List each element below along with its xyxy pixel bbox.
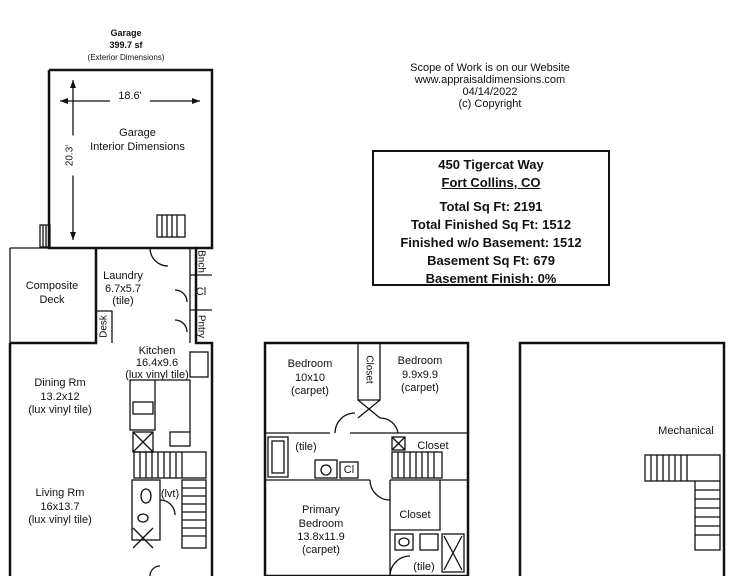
garage-note: (Exterior Dimensions) [87, 53, 165, 62]
laundry-label-2: 6.7x5.7 [104, 283, 142, 295]
header-line-2: www.appraisaldimensions.com [414, 74, 566, 86]
desk-label: Desk [98, 315, 110, 338]
garage-title: Garage [110, 28, 142, 38]
laundry-label-3: (tile) [112, 295, 134, 307]
laundry-label-1: Laundry [103, 270, 143, 282]
bath-tile-label: (tile) [295, 441, 317, 453]
closet-upper-label: Closet [417, 440, 449, 452]
summary-address: 450 Tigercat Way [438, 157, 544, 172]
dining-label-3: (lux vinyl tile) [28, 404, 92, 416]
summary-city: Fort Collins, CO [441, 175, 541, 190]
mechanical-label: Mechanical [658, 425, 714, 437]
closet-upper-small-label: Cl [343, 464, 355, 476]
bedroom-1-label-1: Bedroom [287, 358, 333, 370]
primary-label-4: (carpet) [302, 544, 340, 556]
garage-area: 399.7 sf [109, 40, 143, 50]
garage-depth-dim: 20.3' [64, 135, 76, 176]
garage-label-1: Garage [119, 127, 156, 139]
summary-row: Total Sq Ft: 2191 [439, 199, 543, 214]
upper-level-walls [263, 341, 470, 576]
primary-label-3: 13.8x11.9 [297, 531, 345, 543]
closet-vertical-label: Closet [363, 355, 375, 384]
dining-label-1: Dining Rm [34, 377, 86, 389]
primary-label-2: Bedroom [298, 518, 344, 530]
primary-closet-label: Closet [399, 509, 431, 521]
header-block: Scope of Work is on our Website www.appr… [380, 62, 600, 110]
pantry-label: Pntry [195, 314, 207, 339]
header-line-3: 04/14/2022 [462, 86, 518, 98]
living-label-1: Living Rm [35, 487, 85, 499]
primary-label-1: Primary [302, 504, 340, 516]
living-label-2: 16x13.7 [40, 501, 80, 513]
garage-width-dim: 18.6' [110, 90, 150, 103]
kitchen-label-2: 16.4x9.6 [135, 357, 179, 369]
summary-row: Total Finished Sq Ft: 1512 [410, 217, 572, 232]
primary-bath-tile-label: (tile) [413, 561, 435, 573]
bench-label: Bnch [195, 250, 207, 273]
header-line-4: (c) Copyright [458, 98, 522, 110]
bedroom-1-label-2: 10x10 [295, 372, 325, 384]
garage-label-2: Interior Dimensions [90, 141, 185, 153]
header-line-1: Scope of Work is on our Website [410, 62, 570, 74]
summary-row: Basement Finish: 0% [425, 271, 557, 286]
basement-walls [518, 341, 726, 576]
bedroom-2-label-2: 9.9x9.9 [401, 369, 439, 381]
summary-row: Finished w/o Basement: 1512 [400, 235, 582, 250]
bedroom-1-label-3: (carpet) [291, 385, 329, 397]
half-bath-label: (lvt) [160, 488, 180, 500]
dining-label-2: 13.2x12 [40, 391, 80, 403]
living-label-3: (lux vinyl tile) [28, 514, 92, 526]
closet-main-label: Cl [195, 286, 207, 298]
kitchen-label-1: Kitchen [138, 345, 176, 357]
deck-label-1: Composite [25, 280, 79, 292]
bedroom-2-label-3: (carpet) [401, 382, 439, 394]
summary-row: Basement Sq Ft: 679 [427, 253, 555, 268]
bedroom-2-label-1: Bedroom [397, 355, 443, 367]
deck-label-2: Deck [39, 294, 65, 306]
kitchen-label-3: (lux vinyl tile) [125, 369, 189, 381]
summary-box: 450 Tigercat Way Fort Collins, CO Total … [372, 150, 610, 286]
